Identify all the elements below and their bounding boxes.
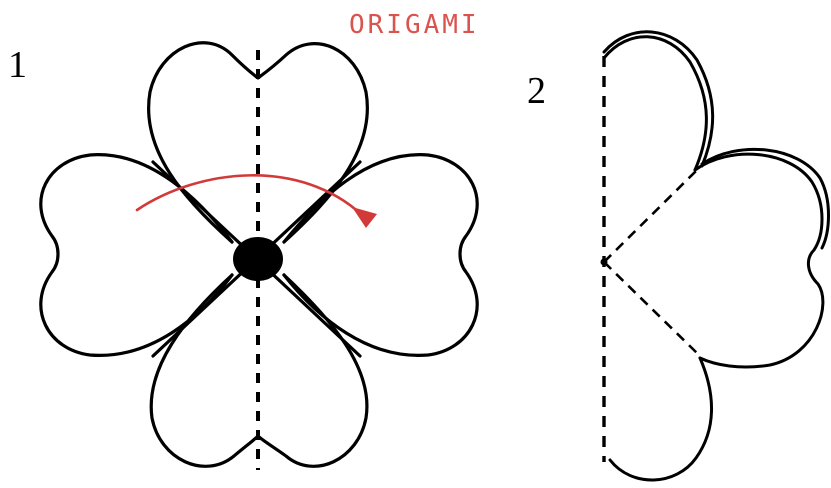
half-petal-right-outer — [695, 154, 823, 367]
center-dot — [233, 237, 283, 281]
fold-apex-dot — [601, 259, 608, 266]
fold-arrow-head — [352, 207, 377, 228]
half-petal-top-inner — [604, 32, 713, 166]
half-petal-top-outer — [604, 37, 706, 170]
crease-upper-dashed — [604, 170, 697, 262]
half-petal-bottom — [610, 358, 712, 480]
petal-left — [41, 155, 232, 356]
half-petal-right-inner — [702, 149, 829, 248]
crease-lower-dashed — [604, 262, 700, 356]
step-2-folded — [604, 32, 829, 480]
